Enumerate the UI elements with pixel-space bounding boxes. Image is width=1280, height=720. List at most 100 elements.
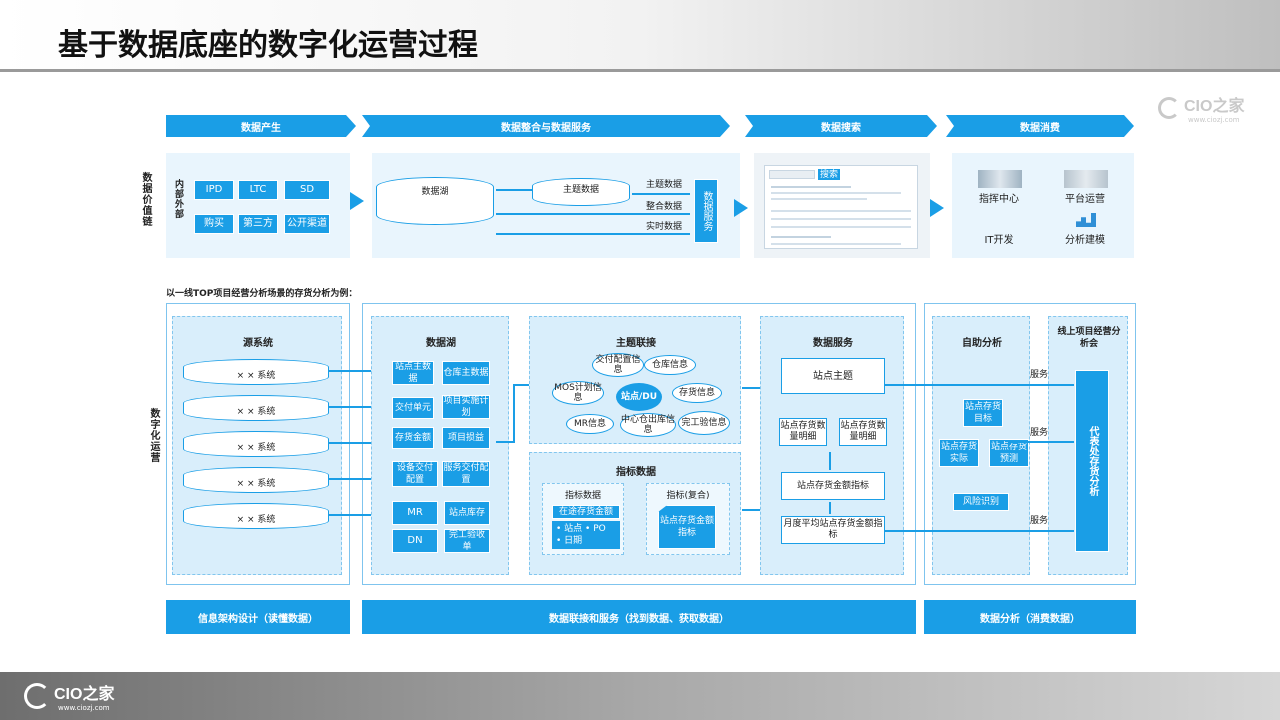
- lake-box: 站点库存: [444, 501, 490, 525]
- gen-box-sd: SD: [284, 180, 330, 200]
- stage-arrow-generate: 数据产生: [166, 115, 356, 137]
- gen-box-ltc: LTC: [238, 180, 278, 200]
- bottom-bar-info-arch: 信息架构设计（读懂数据）: [166, 600, 350, 634]
- source-system-label: × × 系统: [236, 479, 276, 489]
- metric-left-item: • 站点 • PO: [556, 524, 606, 534]
- source-system-label: × × 系统: [236, 407, 276, 417]
- metric-left-title: 指标数据: [564, 491, 601, 501]
- watermark-logo: CIO之家 www.ciozj.com: [1158, 92, 1244, 124]
- integ-panel: 数据湖 主题数据 主题数据 整合数据 实时数据 数据服务: [372, 153, 740, 258]
- meeting-bar: 代表处存货分析: [1075, 370, 1109, 552]
- integ-service-label: 数据服务: [701, 191, 712, 231]
- logo-ring-icon: [24, 683, 50, 709]
- service-box: 站点存货数量明细: [779, 418, 827, 446]
- self-box: 风险识别: [953, 493, 1009, 511]
- service-theme-box: 站点主题: [781, 358, 885, 394]
- source-link: [328, 442, 388, 444]
- lake-connector: [513, 384, 515, 443]
- service-link-label: 服务: [1029, 370, 1048, 380]
- footer-url: www.ciozj.com: [58, 704, 110, 712]
- gen-box-third: 第三方: [238, 214, 278, 234]
- stage-arrow-search: 数据搜索: [745, 115, 937, 137]
- search-result-line: [771, 210, 911, 212]
- integ-out-realtime: 实时数据: [645, 222, 682, 232]
- gen-box-public: 公开渠道: [284, 214, 330, 234]
- meeting-title: 线上项目经营分析会: [1057, 327, 1121, 349]
- theme-to-service-link: [742, 387, 760, 389]
- theme-center-node: 站点/DU: [616, 383, 662, 411]
- lake-panel: 数据湖 站点主数据 仓库主数据 交付单元 项目实施计划 存货金额 项目损益 设备…: [371, 316, 509, 575]
- lake-box: DN: [392, 529, 438, 553]
- search-result-line: [771, 236, 831, 238]
- meeting-panel: 线上项目经营分析会 代表处存货分析: [1048, 316, 1128, 575]
- search-panel: 搜索: [754, 153, 930, 258]
- frame-left: [166, 303, 350, 585]
- source-link: [328, 406, 388, 408]
- flow-arrow-icon: [930, 199, 944, 217]
- search-result-line: [771, 218, 911, 220]
- metric-right-title: 指标(复合): [666, 491, 710, 501]
- lake-title: 数据湖: [426, 338, 456, 349]
- flow-arrow-icon: [350, 192, 364, 210]
- theme-node: MOS计划信息: [552, 381, 604, 405]
- self-box: 站点存货预测: [989, 439, 1029, 467]
- integ-lake-label: 数据湖: [421, 187, 449, 197]
- meeting-bar-label: 代表处存货分析: [1087, 426, 1098, 496]
- search-query-bar: [769, 170, 815, 179]
- footer-logo: CIO之家 www.ciozj.com: [24, 680, 114, 712]
- lake-connector: [513, 384, 531, 386]
- self-box: 站点存货实际: [939, 439, 979, 467]
- theme-node: 存货信息: [672, 383, 722, 403]
- source-system-4: × × 系统: [183, 467, 329, 493]
- theme-node: MR信息: [566, 414, 614, 434]
- service-panel: 数据服务 站点主题 站点存货数量明细 站点存货数量明细 站点存货金额指标 月度平…: [760, 316, 904, 575]
- service-link-label: 服务: [1029, 428, 1048, 438]
- source-system-1: × × 系统: [183, 359, 329, 385]
- source-link: [328, 514, 388, 516]
- digital-ops-label: 数字化运营: [148, 408, 159, 463]
- lake-box: MR: [392, 501, 438, 525]
- footer-brand: CIO之家: [54, 686, 115, 703]
- metric-to-service-link: [742, 509, 760, 511]
- source-panel: 源系统 × × 系统 × × 系统 × × 系统 × × 系统 × × 系统: [172, 316, 342, 575]
- source-system-label: × × 系统: [236, 443, 276, 453]
- example-caption: 以一线TOP项目经营分析场景的存货分析为例：: [166, 289, 358, 299]
- bottom-bar-analysis: 数据分析（消费数据）: [924, 600, 1136, 634]
- theme-node: 完工验信息: [678, 411, 730, 435]
- command-center-icon: [978, 170, 1022, 188]
- lake-box: 设备交付配置: [392, 461, 438, 487]
- metric-panel: 指标数据 指标数据 在途存货金额 • 站点 • PO • 日期 指标(复合) 站…: [529, 452, 741, 575]
- service-flow-line: [829, 452, 831, 470]
- integ-out-line-3: [496, 233, 690, 235]
- search-result-line: [771, 243, 901, 245]
- service-link-line: [884, 530, 1074, 532]
- self-box: 站点存货目标: [963, 399, 1003, 427]
- lake-connector: [496, 441, 514, 443]
- frame-middle: [362, 303, 916, 585]
- value-chain-label: 数据价值链: [140, 172, 151, 227]
- watermark-url: www.ciozj.com: [1188, 116, 1240, 124]
- self-panel: 自助分析 站点存货目标 站点存货实际 站点存货预测 风险识别: [932, 316, 1030, 575]
- service-link-line: [1008, 441, 1074, 443]
- gen-box-buy: 购买: [194, 214, 234, 234]
- service-flow-line: [829, 502, 831, 514]
- consume-it-dev: IT开发: [984, 235, 1014, 246]
- platform-ops-icon: [1064, 170, 1108, 188]
- watermark-brand: CIO之家: [1184, 98, 1245, 115]
- search-screenshot: 搜索: [764, 165, 918, 249]
- service-link-label: 服务: [1029, 516, 1048, 526]
- lake-box: 完工验收单: [444, 529, 490, 553]
- integ-theme-cylinder: 主题数据: [532, 178, 630, 206]
- source-link: [328, 370, 388, 372]
- lake-box: 站点主数据: [392, 361, 434, 385]
- source-title: 源系统: [243, 338, 273, 349]
- source-system-label: × × 系统: [236, 515, 276, 525]
- metric-left-dims: • 站点 • PO • 日期: [552, 521, 620, 549]
- source-system-5: × × 系统: [183, 503, 329, 529]
- bottom-bar-linkage: 数据联接和服务（找到数据、获取数据）: [362, 600, 916, 634]
- source-system-2: × × 系统: [183, 395, 329, 421]
- integ-theme-label: 主题数据: [562, 185, 599, 195]
- theme-title: 主题联接: [616, 338, 656, 349]
- service-box: 月度平均站点存货金额指标: [781, 516, 885, 544]
- lake-box: 存货金额: [392, 427, 434, 449]
